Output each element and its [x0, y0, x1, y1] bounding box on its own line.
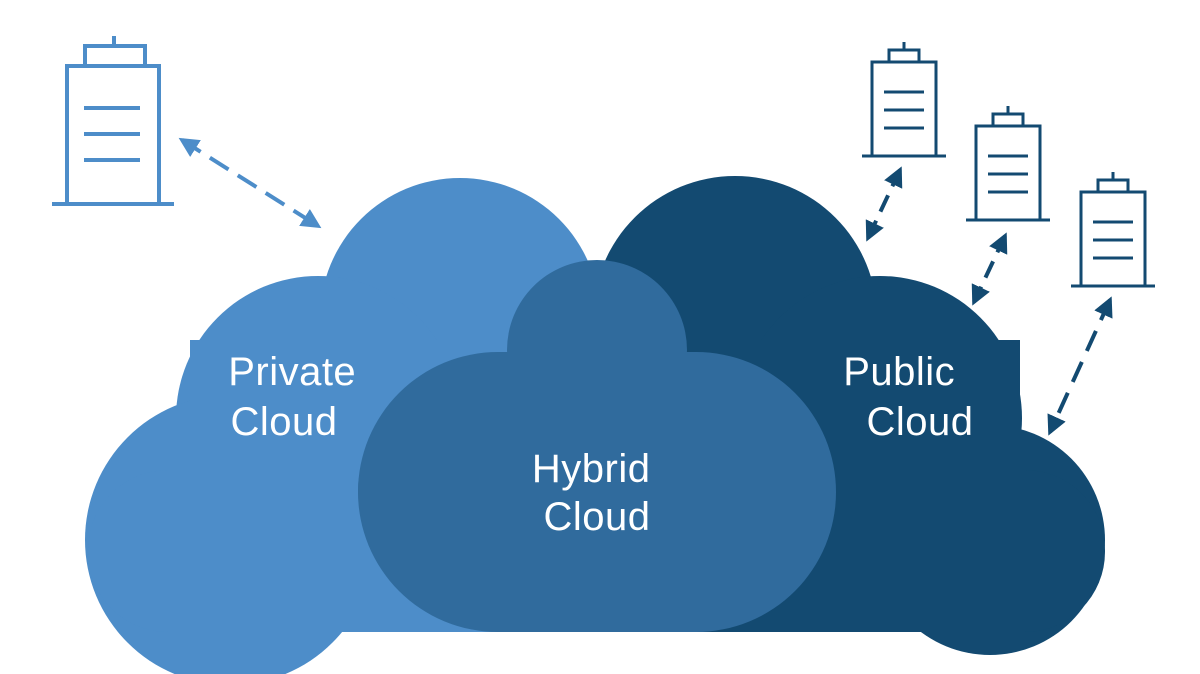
private-cloud-label-line2: Cloud — [230, 400, 337, 444]
arrow-private-connection — [178, 137, 322, 229]
public-cloud-label-line2: Cloud — [866, 400, 973, 444]
building-icon-private — [52, 36, 174, 206]
building-icon-public-3 — [1071, 172, 1155, 288]
private-cloud-label: Private Cloud — [228, 350, 368, 444]
arrow-public-connection-2 — [971, 232, 1008, 306]
building-icon-public-1 — [862, 42, 946, 158]
arrow-public-connection-1 — [865, 166, 903, 242]
hybrid-cloud — [358, 260, 836, 632]
arrow-public-connection-3 — [1047, 296, 1113, 436]
public-cloud-label-line1: Public — [843, 350, 955, 394]
hybrid-cloud-label-line2: Cloud — [543, 495, 650, 539]
hybrid-cloud-label-line1: Hybrid — [532, 447, 651, 491]
private-cloud-label-line1: Private — [228, 350, 356, 394]
hybrid-cloud-label: Hybrid Cloud — [532, 447, 662, 539]
public-cloud-label: Public Cloud — [843, 350, 973, 444]
building-icon-public-2 — [966, 106, 1050, 222]
